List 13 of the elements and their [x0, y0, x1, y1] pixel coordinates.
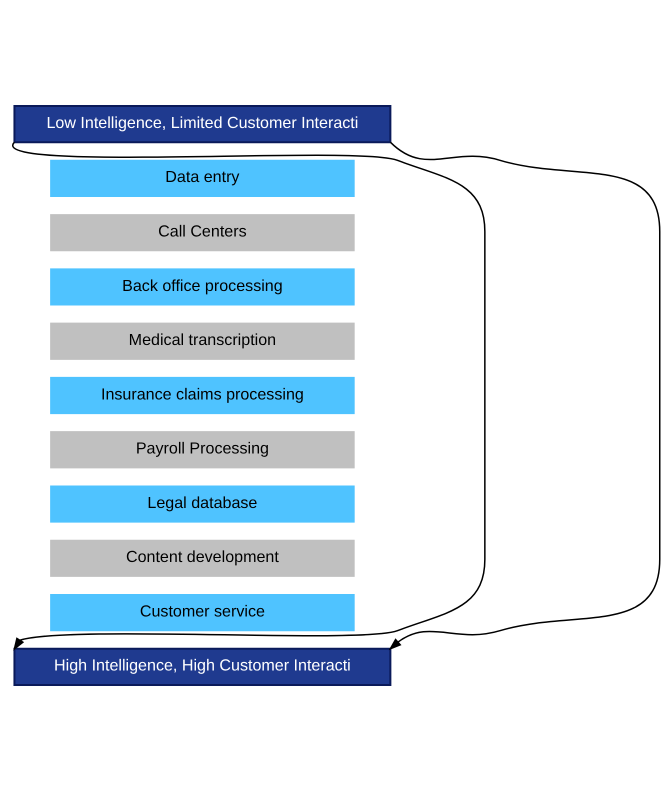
node-box: Legal database	[50, 485, 355, 523]
arrow	[388, 142, 660, 650]
arrow	[13, 142, 486, 651]
node-box: Medical transcription	[50, 322, 355, 360]
node-box: Customer service	[50, 594, 355, 632]
node-box: Payroll Processing	[50, 431, 355, 468]
node-box: Data entry	[50, 160, 355, 197]
node-box: Content development	[50, 540, 355, 577]
node-box: Back office processing	[50, 268, 355, 306]
node-box: Call Centers	[50, 214, 355, 252]
node-box: High Intelligence, High Customer Interacti	[13, 648, 392, 686]
node-box: Insurance claims processing	[50, 376, 355, 414]
node-box: Low Intelligence, Limited Customer Interacti	[13, 105, 392, 144]
